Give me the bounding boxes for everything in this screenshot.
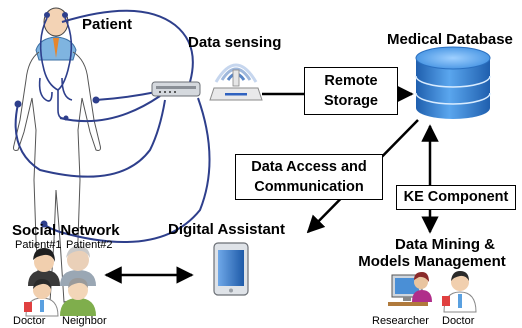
data-access-line2: Communication [254,179,364,195]
sensor-cables [14,9,211,243]
data-sensing-label: Data sensing [188,34,282,51]
doctor-right-icon [442,271,477,313]
data-mining-label-line1: Data Mining & [395,236,495,253]
neighbor-label: Neighbor [62,315,107,327]
digital-assistant-label: Digital Assistant [168,221,285,238]
doctor-right-label: Doctor [442,315,475,327]
neighbor-avatar-icon [60,278,96,316]
patient2-label: Patient#2 [66,239,113,251]
data-mining-label-line2: Models Management [358,253,506,270]
doctor-avatar-icon [24,279,59,317]
researcher-computer-icon [388,272,432,306]
researcher-label: Researcher [372,315,429,327]
patient1-avatar-icon [28,248,60,286]
ke-component-box: KE Component [396,185,516,210]
medical-database-label: Medical Database [387,31,513,48]
remote-storage-line2: Storage [324,93,378,109]
data-access-line1: Data Access and [251,159,367,175]
wifi-router-icon [209,63,263,101]
remote-storage-box: Remote Storage [304,67,398,115]
doctor-left-label: Doctor [13,315,46,327]
tablet-icon [213,242,249,296]
patient-label: Patient [82,16,133,33]
patient1-label: Patient#1 [15,239,62,251]
social-network-label: Social Network [12,222,120,239]
router-hub-icon [151,81,201,97]
database-cylinder-icon [415,46,491,119]
data-access-box: Data Access and Communication [235,154,383,200]
remote-storage-line1: Remote [324,73,378,89]
